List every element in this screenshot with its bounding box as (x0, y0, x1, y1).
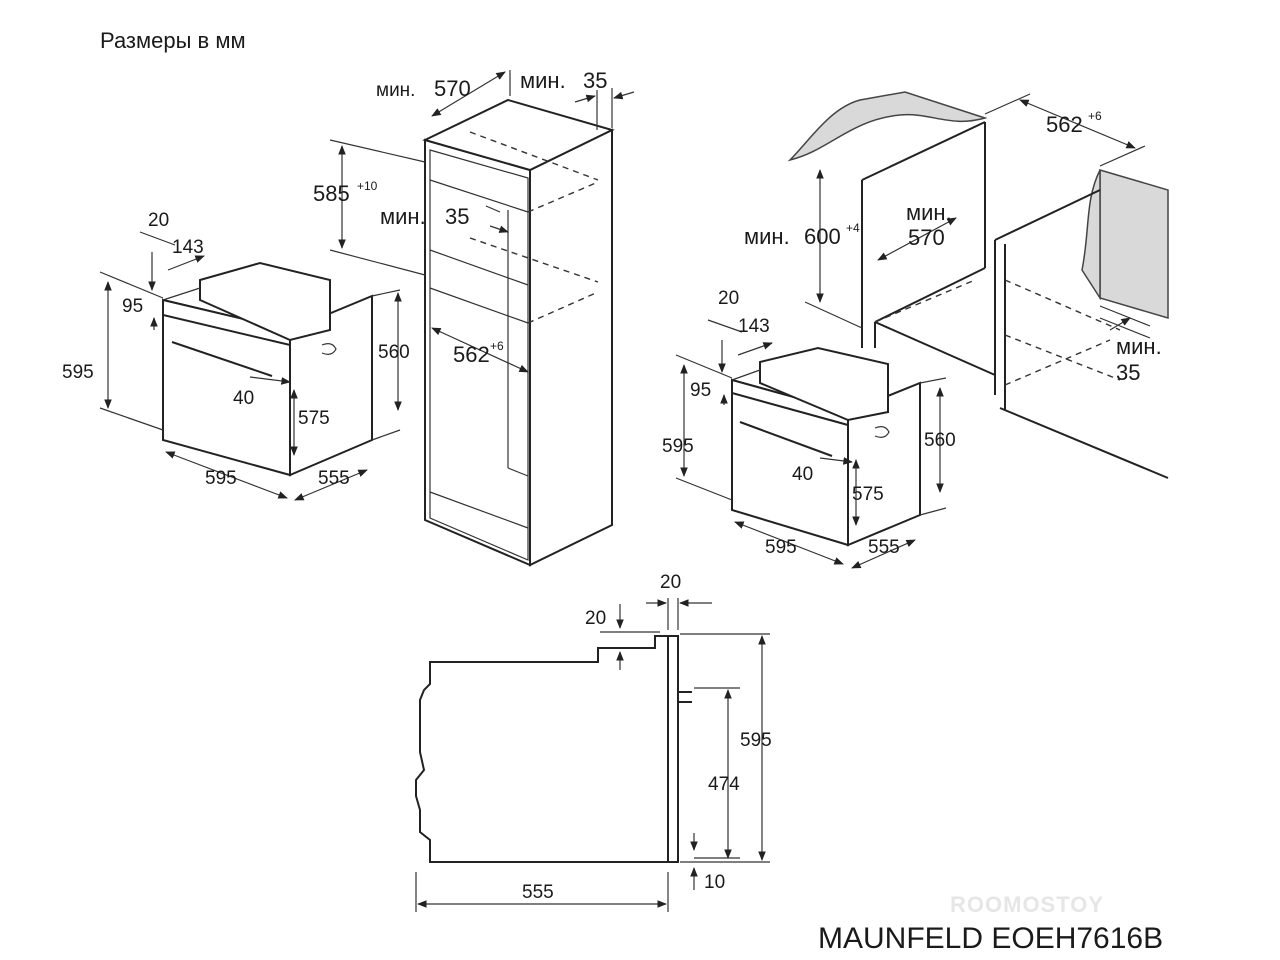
dim-560: 560 (378, 342, 410, 363)
watermark: ROOMOSTOY (950, 892, 1104, 917)
dim-570: 570 (908, 225, 945, 250)
dim-555: 555 (868, 537, 900, 558)
dim-570: 570 (434, 76, 471, 101)
oven-left: 20 143 95 595 560 40 575 595 555 (62, 210, 410, 501)
dim-555: 555 (522, 882, 554, 903)
min-label: мин. (520, 68, 566, 93)
dim-562: 562 (453, 342, 490, 367)
dim-40: 40 (233, 388, 254, 409)
dim-600: 600 (804, 224, 841, 249)
dim-595-height: 595 (62, 362, 94, 383)
min-label: мин. (380, 204, 426, 229)
min-label: мин. (376, 80, 415, 101)
min-label: мин. (906, 200, 952, 225)
dim-595-width: 595 (765, 537, 797, 558)
dim-143: 143 (172, 237, 204, 258)
dim-595: 595 (740, 730, 772, 751)
dim-585-tolerance: +10 (357, 179, 378, 193)
worktop (787, 91, 988, 162)
oven-right: 20 143 95 595 560 40 575 595 555 (662, 288, 956, 569)
dim-35-mid: 35 (445, 204, 469, 229)
dim-40: 40 (792, 464, 813, 485)
dim-585: 585 (313, 181, 350, 206)
dim-575: 575 (298, 408, 330, 429)
dim-562: 562 (1046, 112, 1083, 137)
tall-cabinet: мин. 570 мин. 35 585 +10 мин. 35 562 +6 (313, 68, 635, 567)
dim-555: 555 (318, 468, 350, 489)
under-counter-niche: 562 +6 мин. 600 +4 мин. 570 мин. 35 (744, 91, 1169, 479)
dim-95: 95 (122, 296, 143, 317)
dim-595-width: 595 (205, 468, 237, 489)
dim-35-top: 35 (583, 68, 607, 93)
dim-143: 143 (738, 316, 770, 337)
dim-20-top: 20 (660, 572, 681, 593)
dim-600-tolerance: +4 (846, 221, 860, 235)
dim-595-height: 595 (662, 436, 694, 457)
dim-20: 20 (718, 288, 739, 309)
dim-560: 560 (924, 430, 956, 451)
diagram-title: Размеры в мм (100, 28, 246, 53)
oven-side-outline (415, 635, 669, 863)
dim-35: 35 (1116, 360, 1140, 385)
dim-562-tolerance: +6 (490, 339, 504, 353)
model-name: MAUNFELD EOEH7616B (818, 922, 1163, 955)
min-label: мин. (1116, 334, 1162, 359)
oven-side-view: 20 20 595 474 555 10 (415, 572, 772, 912)
dim-575: 575 (852, 484, 884, 505)
min-label: мин. (744, 224, 790, 249)
dim-474: 474 (708, 774, 740, 795)
dim-20-left: 20 (585, 608, 606, 629)
dim-95: 95 (690, 380, 711, 401)
dim-562-tolerance: +6 (1088, 109, 1102, 123)
dim-10: 10 (704, 872, 725, 893)
dim-20: 20 (148, 210, 169, 231)
